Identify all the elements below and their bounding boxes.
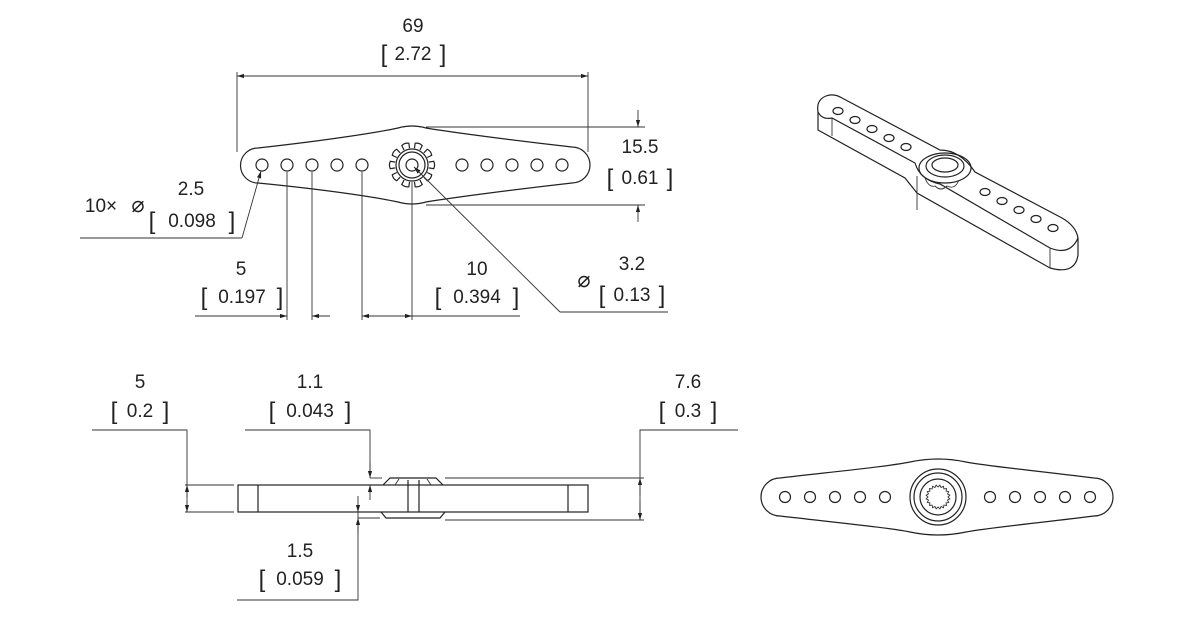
svg-text:]: ]: [667, 165, 674, 192]
arm-hole: [878, 490, 892, 504]
dim-value: 5: [135, 372, 146, 393]
arm-hole: [505, 158, 519, 172]
arm-hole: [983, 490, 997, 504]
arm-hole: [832, 106, 844, 116]
dim-value-inch: 0.059: [276, 569, 324, 590]
arm-hole: [828, 490, 842, 504]
svg-text:[: [: [607, 165, 614, 192]
dim-hub-bottom: 1.5 [] 0.059: [237, 496, 380, 601]
dim-value: 1.1: [297, 372, 323, 393]
dim-value-inch: 0.394: [453, 287, 501, 308]
dim-value-inch: 0.61: [622, 168, 659, 189]
dim-value: 3.2: [619, 254, 645, 275]
arm-outline: [239, 125, 591, 205]
dim-center-hole: ⌀ 3.2 [] 0.13: [413, 166, 668, 313]
diameter-symbol: ⌀: [577, 267, 590, 292]
arm-hole: [305, 158, 319, 172]
arm-hole: [1030, 214, 1042, 224]
arm-hole: [866, 124, 878, 134]
dim-value: 69: [402, 16, 423, 37]
svg-text:]: ]: [711, 398, 718, 425]
arm-hole: [1083, 490, 1097, 504]
dim-value-inch: 2.72: [395, 44, 432, 65]
svg-text:[: [: [269, 398, 276, 425]
top-view: [239, 125, 591, 205]
arm-hole: [1058, 490, 1072, 504]
svg-text:[: [: [381, 41, 388, 68]
svg-text:[: [: [435, 284, 442, 311]
dim-value-inch: 0.197: [218, 287, 266, 308]
dim-value: 10: [466, 259, 487, 280]
svg-text:]: ]: [513, 284, 520, 311]
arm-hole: [853, 490, 867, 504]
dim-value-inch: 0.098: [168, 211, 216, 232]
svg-text:]: ]: [163, 398, 170, 425]
arm-hole: [979, 187, 991, 197]
dim-value-inch: 0.043: [286, 401, 334, 422]
svg-text:[: [: [111, 398, 118, 425]
svg-text:]: ]: [345, 398, 352, 425]
dim-value: 15.5: [622, 137, 659, 158]
dim-hub-width: 15.5 [] 0.61: [426, 110, 673, 222]
dim-holes: 10× ⌀ 2.5 [] 0.098: [80, 170, 262, 239]
arm-hole: [996, 196, 1008, 206]
arm-hole: [355, 158, 369, 172]
side-view: [237, 477, 589, 519]
arm-hole: [883, 133, 895, 143]
dim-value: 2.5: [178, 179, 204, 200]
diameter-symbol: ⌀: [131, 192, 144, 217]
isometric-view: [817, 94, 1079, 271]
svg-text:]: ]: [659, 282, 666, 309]
bottom-view: [760, 458, 1114, 536]
arm-hole: [330, 158, 344, 172]
spline: [925, 484, 951, 510]
arm-hole: [900, 142, 912, 152]
dim-overall-length: 69 [] 2.72: [236, 16, 589, 152]
svg-text:[: [: [659, 398, 666, 425]
arm-hole: [555, 158, 569, 172]
hole-count: 10×: [85, 196, 117, 217]
arm-hole: [778, 490, 792, 504]
arm-hole: [480, 158, 494, 172]
dim-value: 1.5: [287, 541, 313, 562]
svg-text:]: ]: [440, 41, 447, 68]
dim-value: 5: [236, 259, 247, 280]
arm-hole: [1033, 490, 1047, 504]
dim-hub-top: 1.1 [] 0.043: [245, 372, 382, 500]
dim-value-inch: 0.3: [675, 401, 701, 422]
arm-hole: [1013, 205, 1025, 215]
arm-holes: [255, 158, 569, 172]
arm-hole: [455, 158, 469, 172]
dim-value-inch: 0.2: [127, 401, 153, 422]
svg-text:[: [: [599, 282, 606, 309]
arm-hole: [530, 158, 544, 172]
svg-text:]: ]: [229, 208, 236, 235]
arm-hole: [1008, 490, 1022, 504]
dim-hole-pitch: 5 [] 0.197: [195, 172, 330, 320]
arm-hole: [849, 115, 861, 125]
dim-hub-to-hole: 10 [] 0.394: [361, 172, 520, 320]
svg-text:[: [: [201, 284, 208, 311]
hub: [388, 142, 436, 188]
svg-text:]: ]: [335, 566, 342, 593]
svg-text:]: ]: [277, 284, 284, 311]
dim-value: 7.6: [675, 372, 701, 393]
svg-text:[: [: [259, 566, 266, 593]
arm-hole: [255, 158, 269, 172]
svg-text:[: [: [149, 208, 156, 235]
arm-hole: [1047, 223, 1059, 233]
dim-value-inch: 0.13: [614, 285, 651, 306]
dim-total-height: 7.6 [] 0.3: [445, 372, 738, 521]
dim-arm-thickness: 5 [] 0.2: [92, 372, 234, 513]
gear-teeth: [388, 142, 436, 188]
arm-hole: [803, 490, 817, 504]
arm-hole: [280, 158, 294, 172]
